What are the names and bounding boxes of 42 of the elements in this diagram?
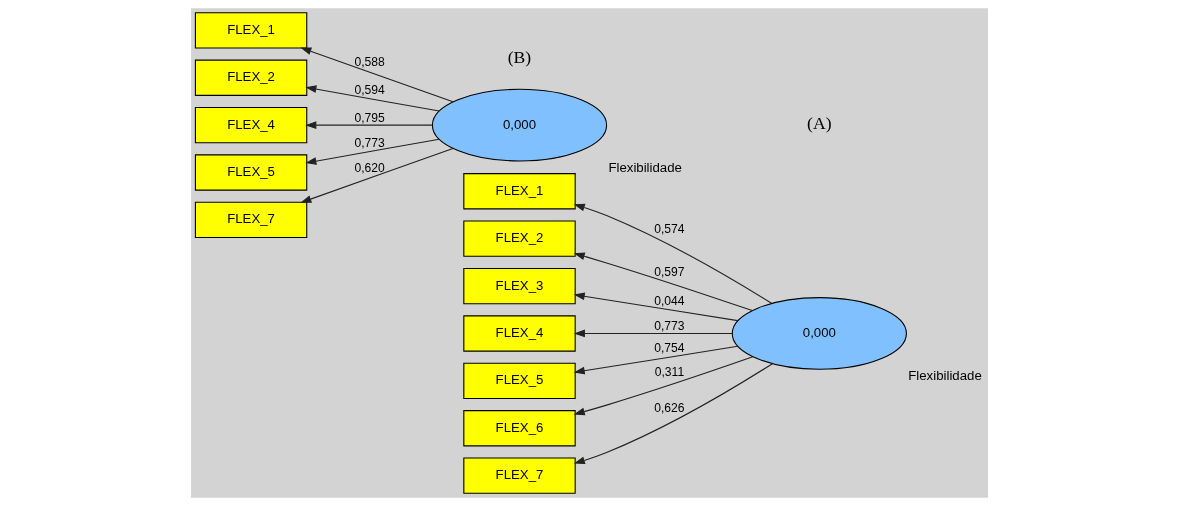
arrow: [300, 147, 454, 203]
arrow: [573, 356, 754, 416]
label: (B): [507, 47, 532, 68]
node-box: FLEX_2: [194, 59, 308, 96]
node-ellipse: 0,000: [431, 88, 608, 162]
edge-label: 0,620: [354, 161, 385, 176]
edge-label: 0,044: [654, 293, 685, 308]
arrow: [305, 138, 440, 165]
edge-label: 0,574: [654, 221, 685, 236]
node-box: FLEX_7: [463, 457, 576, 494]
edge-label: 0,594: [354, 83, 385, 98]
node-box: FLEX_5: [463, 362, 576, 400]
arrow: [300, 47, 454, 103]
node-box: FLEX_1: [463, 173, 576, 210]
arrow: [573, 203, 773, 304]
label: (A): [807, 113, 832, 134]
node-box: FLEX_3: [463, 267, 576, 305]
edge-label: 0,773: [654, 318, 685, 333]
node-box: FLEX_4: [194, 106, 308, 144]
arrow: [305, 85, 440, 112]
node-box: FLEX_4: [463, 315, 576, 352]
node-box: FLEX_5: [194, 154, 308, 191]
node-ellipse: 0,000: [731, 297, 907, 370]
edge-label: 0,626: [654, 400, 685, 415]
edge-label: 0,754: [654, 340, 685, 355]
edge-label: 0,597: [654, 264, 685, 279]
arrow: [305, 121, 433, 129]
node-box: FLEX_1: [194, 12, 308, 49]
arrow: [573, 363, 773, 465]
node-box: FLEX_2: [463, 220, 576, 257]
node-box: FLEX_6: [463, 410, 576, 447]
node-box: FLEX_7: [194, 201, 308, 239]
arrow: [573, 252, 753, 312]
edge-label: 0,311: [654, 365, 685, 380]
arrow: [573, 345, 739, 375]
edge-label: 0,588: [354, 55, 385, 70]
node-label: Flexibilidade: [608, 159, 682, 175]
edge-label: 0,773: [354, 135, 385, 150]
edge-label: 0,795: [354, 110, 385, 125]
arrow: [573, 292, 739, 322]
arrow: [573, 329, 733, 338]
node-label: Flexibilidade: [908, 367, 982, 383]
